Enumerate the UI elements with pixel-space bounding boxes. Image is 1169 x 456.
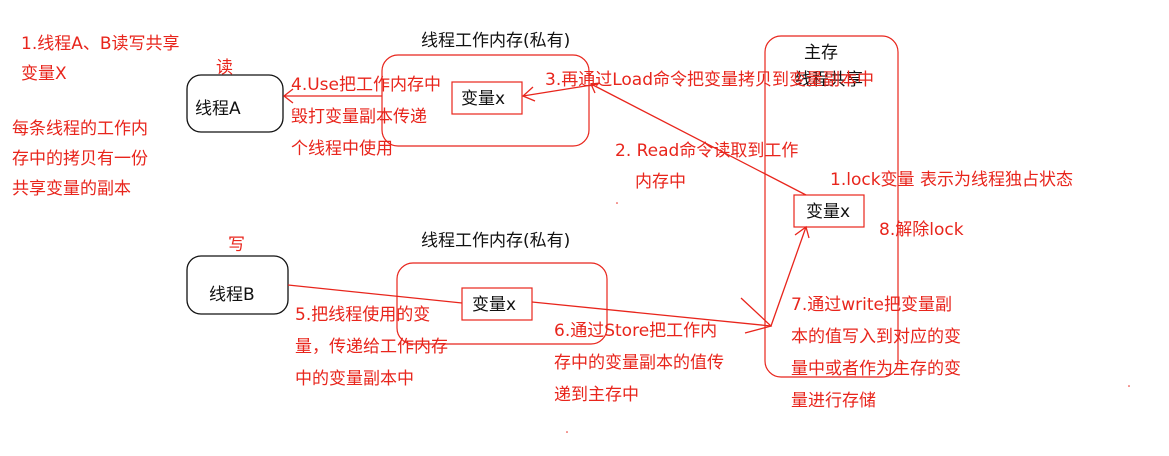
variable-box-main (793, 194, 865, 228)
step7-line4: 量进行存储 (791, 391, 876, 411)
stray-mark (616, 202, 618, 204)
arrow-read-from-main (590, 82, 807, 196)
arrow-write-to-variable-main (770, 225, 810, 327)
variable-box-a (451, 81, 523, 115)
arrow-use-to-thread-a (282, 88, 382, 104)
thread-a-action-label: 读 (216, 58, 233, 78)
note-copy-line1: 每条线程的工作内 (12, 119, 148, 139)
note-shared-variable-line1: 1.线程A、B读写共享 (21, 34, 180, 54)
step4-line2: 毁打变量副本传递 (291, 107, 427, 127)
variable-a-label: 变量x (461, 89, 506, 109)
step6-line1: 6.通过Store把工作内 (554, 321, 718, 341)
variable-b-label: 变量x (472, 295, 517, 315)
working-memory-a-title: 线程工作内存(私有) (421, 31, 571, 51)
main-memory-container (764, 35, 899, 378)
thread-b-action-label: 写 (228, 235, 245, 255)
working-memory-b-container (396, 262, 608, 345)
stray-mark (1128, 385, 1130, 387)
main-memory-shared-label: 线程共享 (795, 70, 863, 90)
variable-box-b (461, 287, 533, 321)
note-shared-variable-line2: 变量X (21, 64, 67, 84)
step2-line1: 2. Read命令读取到工作 (615, 141, 799, 161)
step7-line2: 本的值写入到对应的变 (791, 327, 961, 347)
step6-line3: 递到主存中 (554, 385, 639, 405)
step8-unlock: 8.解除lock (879, 220, 964, 240)
step5-line3: 中的变量副本中 (295, 369, 414, 389)
step7-line1: 7.通过write把变量副 (791, 295, 952, 315)
working-memory-a-container (381, 54, 590, 147)
step2-line2: 内存中 (635, 172, 686, 192)
step7-line3: 量中或者作为主存的变 (791, 359, 961, 379)
thread-a-box (186, 74, 284, 133)
arrow-load-to-variable-a (521, 83, 599, 102)
step3-load: 3.再通过Load命令把变量拷贝到变量副本中 (545, 70, 875, 90)
step5-line1: 5.把线程使用的变 (295, 305, 431, 325)
step4-line1: 4.Use把工作内存中 (291, 75, 441, 95)
step5-line2: 量，传递给工作内存 (295, 337, 448, 357)
arrow-thread-b-to-working (287, 284, 463, 304)
variable-main-label: 变量x (806, 202, 851, 222)
step1-lock: 1.lock变量 表示为线程独占状态 (830, 170, 1073, 190)
main-memory-title: 主存 (804, 43, 838, 63)
thread-b-name: 线程B (209, 285, 255, 305)
note-copy-line2: 存中的拷贝有一份 (12, 149, 148, 169)
step4-line3: 个线程中使用 (291, 139, 393, 159)
working-memory-b-title: 线程工作内存(私有) (421, 231, 571, 251)
thread-a-name: 线程A (195, 99, 241, 119)
note-copy-line3: 共享变量的副本 (12, 179, 131, 199)
step6-line2: 存中的变量副本的值传 (554, 353, 724, 373)
stray-mark (566, 431, 568, 433)
